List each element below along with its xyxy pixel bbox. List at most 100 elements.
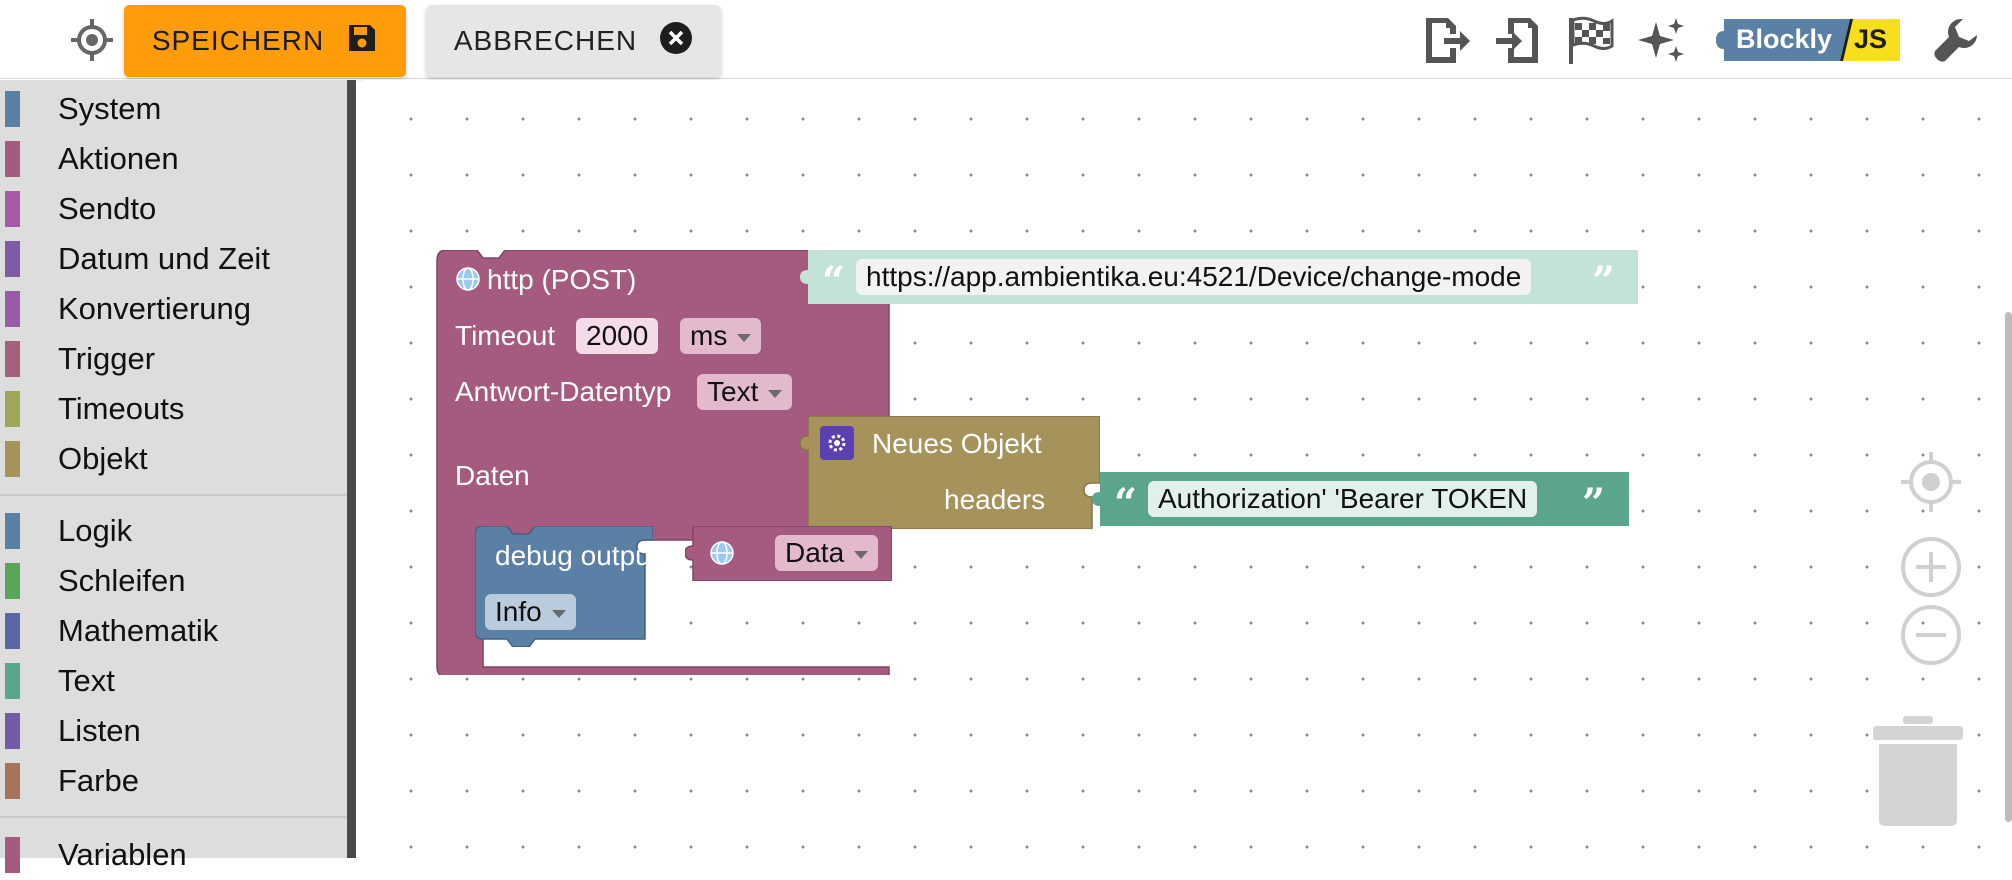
category-color-bar	[5, 141, 20, 177]
toolbox-item-label: Timeouts	[58, 391, 185, 426]
timeout-unit-dropdown[interactable]: ms	[680, 318, 762, 354]
globe-icon	[709, 540, 735, 571]
target-icon[interactable]	[62, 10, 122, 70]
category-color-bar	[5, 91, 20, 127]
toolbox-item-timeouts[interactable]: Timeouts	[0, 384, 347, 434]
sparkles-icon[interactable]	[1632, 10, 1692, 70]
logo-js-text: JS	[1854, 24, 1888, 54]
category-color-bar	[5, 513, 20, 549]
category-color-bar	[5, 563, 20, 599]
toolbox-item-mathematik[interactable]: Mathematik	[0, 606, 347, 656]
toolbox-item-system[interactable]: System	[0, 84, 347, 134]
floppy-disk-icon	[346, 22, 378, 61]
data-variable-dropdown[interactable]: Data	[775, 535, 879, 571]
recenter-icon[interactable]	[1899, 450, 1963, 519]
toolbox-item-label: Objekt	[58, 441, 148, 476]
save-button-label: SPEICHERN	[151, 25, 325, 56]
response-type-dropdown[interactable]: Text	[697, 374, 793, 410]
toolbox-item-datum-und-zeit[interactable]: Datum und Zeit	[0, 234, 347, 284]
save-button[interactable]: SPEICHERN	[124, 5, 406, 77]
category-color-bar	[5, 713, 20, 749]
toolbox-item-label: Mathematik	[58, 613, 219, 648]
blockly-workspace[interactable]: http (POST) Timeout 2000 ms Antwort-Date…	[365, 80, 2012, 858]
debug-level-dropdown[interactable]: Info	[485, 594, 576, 630]
logo-blockly-text: Blockly	[1736, 24, 1833, 54]
zoom-out-icon[interactable]	[1899, 603, 1963, 672]
debug-output-label: debug output	[495, 540, 659, 571]
toolbox-item-sendto[interactable]: Sendto	[0, 184, 347, 234]
close-quote-icon: ”	[1582, 480, 1606, 527]
toolbox-item-aktionen[interactable]: Aktionen	[0, 134, 347, 184]
response-type-value: Text	[707, 376, 759, 407]
category-color-bar	[5, 763, 20, 799]
workspace-scrollbar[interactable]	[2005, 312, 2012, 822]
close-quote-icon: ”	[1592, 258, 1616, 305]
toolbox-item-farbe[interactable]: Farbe	[0, 756, 347, 806]
open-quote-icon: “	[822, 258, 846, 305]
toolbox-item-konvertierung[interactable]: Konvertierung	[0, 284, 347, 334]
close-circle-icon	[659, 21, 693, 62]
http-block-title: http (POST)	[487, 264, 637, 295]
toolbox-item-listen[interactable]: Listen	[0, 706, 347, 756]
url-text-block[interactable]: “ https://app.ambientika.eu:4521/Device/…	[800, 250, 1638, 304]
top-toolbar: SPEICHERN ABBRECHEN	[0, 0, 2012, 79]
timeout-label: Timeout	[455, 320, 556, 351]
toolbox-item-label: Schleifen	[58, 563, 186, 598]
toolbox-item-label: System	[58, 91, 162, 126]
gear-icon[interactable]	[820, 426, 854, 460]
data-variable-block[interactable]: Data	[685, 526, 892, 581]
toolbox-item-logik[interactable]: Logik	[0, 506, 347, 556]
open-quote-icon: “	[1114, 480, 1138, 527]
toolbox-item-schleifen[interactable]: Schleifen	[0, 556, 347, 606]
headers-text-field[interactable]: Authorization' 'Bearer TOKEN	[1148, 481, 1538, 517]
timeout-unit-value: ms	[690, 320, 728, 351]
checkered-flag-icon[interactable]	[1560, 10, 1620, 70]
category-color-bar	[5, 613, 20, 649]
export-icon[interactable]	[1416, 10, 1476, 70]
toolbox-separator	[0, 816, 347, 818]
new-object-block[interactable]: Neues Objekt headers	[800, 416, 1100, 529]
chevron-down-icon	[768, 390, 783, 398]
globe-icon	[455, 266, 481, 297]
toolbox-item-label: Konvertierung	[58, 291, 252, 326]
category-color-bar	[5, 837, 20, 873]
cancel-button[interactable]: ABBRECHEN	[426, 5, 721, 77]
debug-output-block[interactable]: debug output Info	[475, 526, 659, 647]
url-field[interactable]: https://app.ambientika.eu:4521/Device/ch…	[856, 259, 1532, 295]
chevron-down-icon	[737, 334, 752, 342]
blockly-js-logo: Blockly JS	[1714, 19, 1900, 61]
category-color-bar	[5, 241, 20, 277]
headers-label: headers	[944, 484, 1046, 515]
category-color-bar	[5, 191, 20, 227]
toolbox-separator	[0, 494, 347, 496]
category-color-bar	[5, 441, 20, 477]
timeout-value: 2000	[586, 320, 649, 351]
toolbox-item-text[interactable]: Text	[0, 656, 347, 706]
headers-text-block[interactable]: “ Authorization' 'Bearer TOKEN ”	[1092, 472, 1629, 526]
cancel-button-label: ABBRECHEN	[453, 25, 638, 56]
chevron-down-icon	[551, 610, 566, 618]
toolbox-item-label: Text	[58, 663, 115, 698]
http-post-block[interactable]: http (POST) Timeout 2000 ms Antwort-Date…	[435, 250, 895, 675]
toolbox-item-trigger[interactable]: Trigger	[0, 334, 347, 384]
toolbox-item-label: Listen	[58, 713, 141, 748]
debug-level-value: Info	[495, 596, 542, 627]
category-color-bar	[5, 663, 20, 699]
category-color-bar	[5, 391, 20, 427]
toolbox-item-variablen[interactable]: Variablen	[0, 830, 347, 880]
url-value: https://app.ambientika.eu:4521/Device/ch…	[866, 261, 1522, 292]
toolbox-item-label: Datum und Zeit	[58, 241, 270, 276]
timeout-field[interactable]: 2000	[576, 318, 659, 354]
import-icon[interactable]	[1488, 10, 1548, 70]
wrench-icon[interactable]	[1926, 10, 1986, 70]
toolbox-item-label: Aktionen	[58, 141, 179, 176]
trash-icon[interactable]	[1873, 716, 1963, 833]
zoom-in-icon[interactable]	[1899, 535, 1963, 604]
data-label: Daten	[455, 460, 530, 491]
data-variable-value: Data	[785, 537, 845, 568]
category-color-bar	[5, 291, 20, 327]
category-color-bar	[5, 341, 20, 377]
headers-text-value: Authorization' 'Bearer TOKEN	[1158, 483, 1528, 514]
response-type-label: Antwort-Datentyp	[455, 376, 672, 407]
toolbox-item-objekt[interactable]: Objekt	[0, 434, 347, 484]
